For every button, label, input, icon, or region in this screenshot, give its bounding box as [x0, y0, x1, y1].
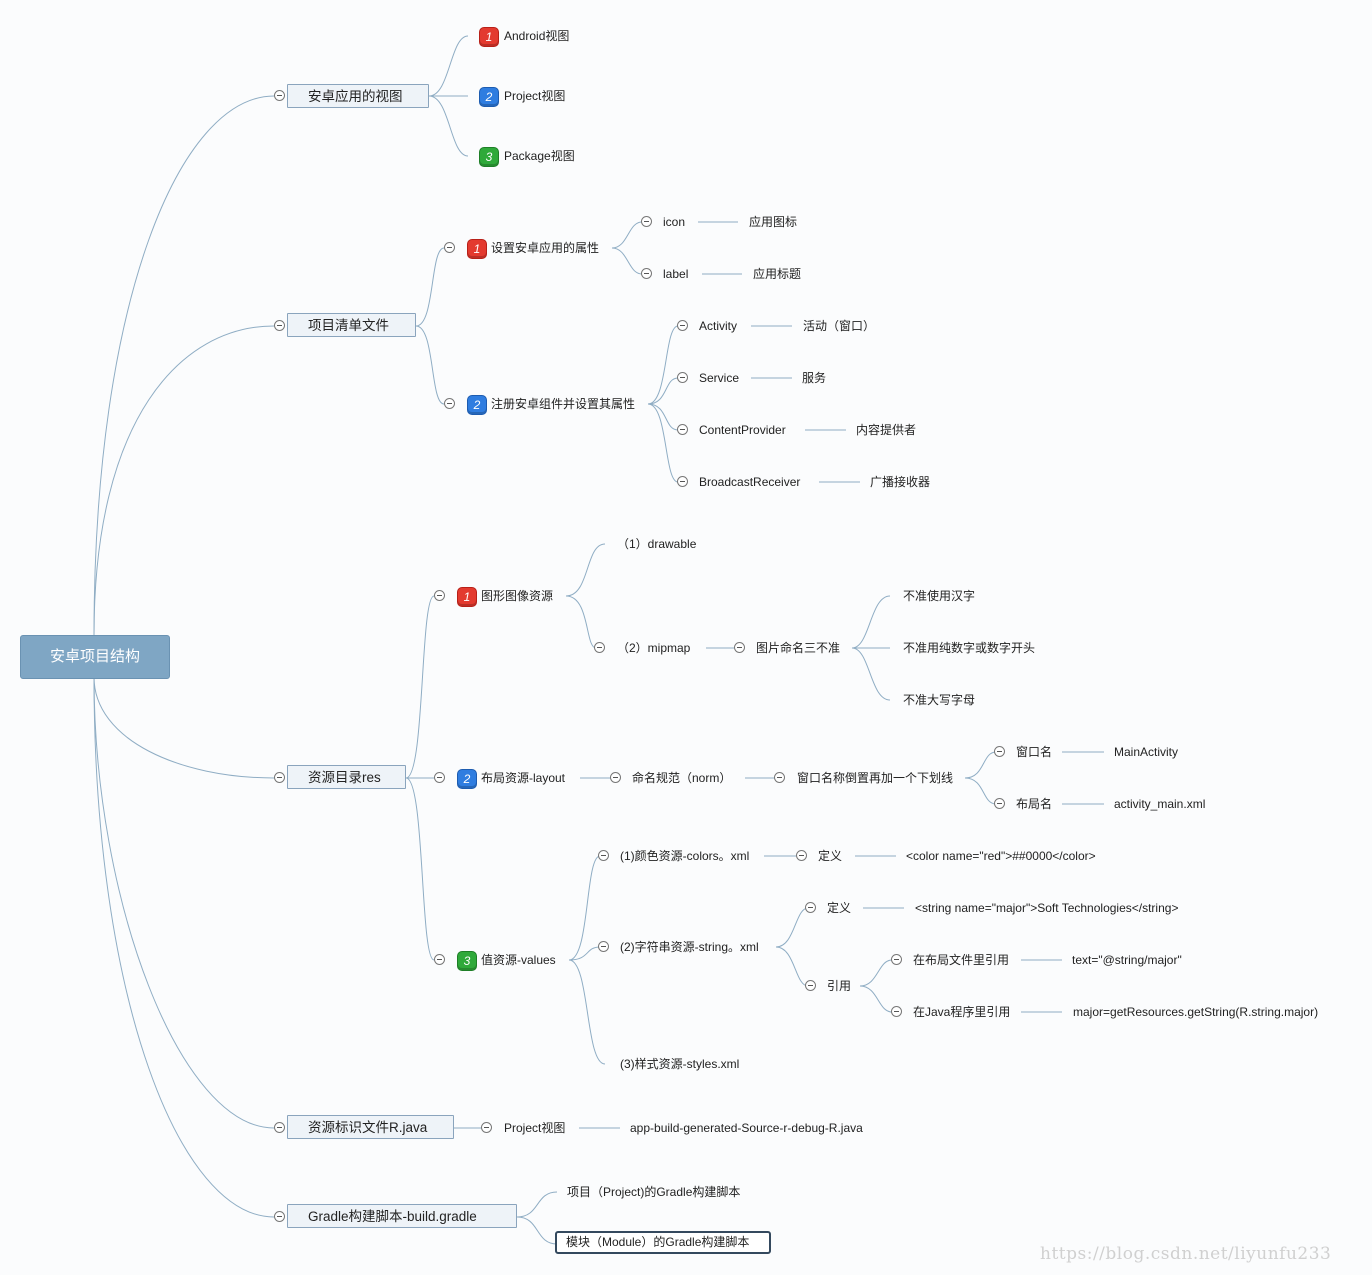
root-topic[interactable]: 安卓项目结构	[20, 635, 170, 679]
priority-1-icon: 1	[457, 587, 477, 607]
topic-icon[interactable]: icon	[663, 215, 686, 229]
topic-strings-definition[interactable]: 定义	[827, 901, 852, 915]
topic-content-provider[interactable]: ContentProvider	[699, 423, 786, 437]
topic-activity-value[interactable]: 活动（窗口）	[803, 319, 876, 333]
branch-manifest[interactable]: 项目清单文件	[287, 313, 416, 337]
topic-gradle-module-selected[interactable]: 模块（Module）的Gradle构建脚本	[555, 1231, 771, 1254]
priority-2-icon: 2	[479, 87, 499, 107]
topic-content-provider-value[interactable]: 内容提供者	[856, 423, 917, 437]
priority-3-icon: 3	[457, 951, 477, 971]
topic-android-view[interactable]: Android视图	[504, 29, 570, 43]
collapse-toggle-icon[interactable]	[274, 1211, 285, 1222]
collapse-toggle-icon[interactable]	[594, 642, 605, 653]
topic-drawable-group[interactable]: 图形图像资源	[481, 589, 554, 603]
topic-layout-name[interactable]: 布局名	[1016, 797, 1053, 811]
topic-icon-value[interactable]: 应用图标	[749, 215, 798, 229]
topic-service-value[interactable]: 服务	[802, 371, 827, 385]
collapse-toggle-icon[interactable]	[434, 772, 445, 783]
branch-res[interactable]: 资源目录res	[287, 765, 406, 789]
topic-window-name[interactable]: 窗口名	[1016, 745, 1053, 759]
collapse-toggle-icon[interactable]	[598, 850, 609, 861]
topic-project-view[interactable]: Project视图	[504, 89, 566, 103]
branch-app-views[interactable]: 安卓应用的视图	[287, 84, 429, 108]
collapse-toggle-icon[interactable]	[598, 941, 609, 952]
topic-strings-definition-value[interactable]: <string name="major">Soft Technologies</…	[915, 901, 1179, 915]
collapse-toggle-icon[interactable]	[434, 954, 445, 965]
collapse-toggle-icon[interactable]	[796, 850, 807, 861]
collapse-toggle-icon[interactable]	[481, 1122, 492, 1133]
topic-activity[interactable]: Activity	[699, 319, 738, 333]
collapse-toggle-icon[interactable]	[891, 954, 902, 965]
topic-r-project-view[interactable]: Project视图	[504, 1121, 566, 1135]
branch-gradle[interactable]: Gradle构建脚本-build.gradle	[287, 1204, 517, 1228]
topic-broadcast-receiver[interactable]: BroadcastReceiver	[699, 475, 801, 489]
topic-norm-desc[interactable]: 窗口名称倒置再加一个下划线	[797, 771, 954, 785]
topic-layout[interactable]: 布局资源-layout	[481, 771, 566, 785]
topic-app-attributes[interactable]: 设置安卓应用的属性	[491, 241, 600, 255]
topic-label[interactable]: label	[663, 267, 689, 281]
collapse-toggle-icon[interactable]	[641, 268, 652, 279]
collapse-toggle-icon[interactable]	[274, 1122, 285, 1133]
collapse-toggle-icon[interactable]	[610, 772, 621, 783]
priority-2-icon: 2	[457, 769, 477, 789]
priority-1-icon: 1	[479, 27, 499, 47]
topic-gradle-project[interactable]: 项目（Project)的Gradle构建脚本	[567, 1185, 741, 1199]
topic-strings[interactable]: (2)字符串资源-string。xml	[620, 940, 759, 954]
collapse-toggle-icon[interactable]	[677, 372, 688, 383]
topic-naming-rules[interactable]: 图片命名三不准	[756, 641, 841, 655]
collapse-toggle-icon[interactable]	[774, 772, 785, 783]
topic-ref-layout[interactable]: 在布局文件里引用	[913, 953, 1010, 967]
topic-label-value[interactable]: 应用标题	[753, 267, 802, 281]
topic-rule-no-uppercase[interactable]: 不准大写字母	[903, 693, 976, 707]
collapse-toggle-icon[interactable]	[274, 90, 285, 101]
topic-colors-definition-value[interactable]: <color name="red">##0000</color>	[906, 849, 1096, 863]
topic-strings-reference[interactable]: 引用	[827, 979, 852, 993]
topic-ref-java[interactable]: 在Java程序里引用	[913, 1005, 1011, 1019]
collapse-toggle-icon[interactable]	[994, 746, 1005, 757]
branch-r-java[interactable]: 资源标识文件R.java	[287, 1115, 454, 1139]
topic-drawable[interactable]: （1）drawable	[617, 537, 697, 551]
topic-colors[interactable]: (1)颜色资源-colors。xml	[620, 849, 750, 863]
collapse-toggle-icon[interactable]	[677, 320, 688, 331]
collapse-toggle-icon[interactable]	[434, 590, 445, 601]
collapse-toggle-icon[interactable]	[444, 242, 455, 253]
topic-package-view[interactable]: Package视图	[504, 149, 575, 163]
topic-styles[interactable]: (3)样式资源-styles.xml	[620, 1057, 740, 1071]
collapse-toggle-icon[interactable]	[677, 476, 688, 487]
priority-3-icon: 3	[479, 147, 499, 167]
topic-mipmap[interactable]: （2）mipmap	[617, 641, 691, 655]
collapse-toggle-icon[interactable]	[274, 772, 285, 783]
collapse-toggle-icon[interactable]	[641, 216, 652, 227]
topic-rule-no-chinese[interactable]: 不准使用汉字	[903, 589, 976, 603]
watermark: https://blog.csdn.net/liyunfu233	[1040, 1244, 1332, 1264]
priority-1-icon: 1	[467, 239, 487, 259]
collapse-toggle-icon[interactable]	[805, 980, 816, 991]
topic-ref-layout-value[interactable]: text="@string/major"	[1072, 953, 1182, 967]
collapse-toggle-icon[interactable]	[994, 798, 1005, 809]
topic-window-name-value[interactable]: MainActivity	[1114, 745, 1179, 759]
topic-service[interactable]: Service	[699, 371, 740, 385]
collapse-toggle-icon[interactable]	[444, 398, 455, 409]
collapse-toggle-icon[interactable]	[805, 902, 816, 913]
collapse-toggle-icon[interactable]	[734, 642, 745, 653]
topic-norm[interactable]: 命名规范（norm）	[632, 771, 732, 785]
topic-rule-no-leading-digit[interactable]: 不准用纯数字或数字开头	[903, 641, 1036, 655]
collapse-toggle-icon[interactable]	[274, 320, 285, 331]
topic-register-components[interactable]: 注册安卓组件并设置其属性	[491, 397, 636, 411]
topic-r-path[interactable]: app-build-generated-Source-r-debug-R.jav…	[630, 1121, 863, 1135]
collapse-toggle-icon[interactable]	[677, 424, 688, 435]
priority-2-icon: 2	[467, 395, 487, 415]
topic-layout-name-value[interactable]: activity_main.xml	[1114, 797, 1206, 811]
topic-values[interactable]: 值资源-values	[481, 953, 556, 967]
topic-colors-definition[interactable]: 定义	[818, 849, 843, 863]
topic-broadcast-receiver-value[interactable]: 广播接收器	[870, 475, 931, 489]
collapse-toggle-icon[interactable]	[891, 1006, 902, 1017]
topic-ref-java-value[interactable]: major=getResources.getString(R.string.ma…	[1073, 1005, 1319, 1019]
